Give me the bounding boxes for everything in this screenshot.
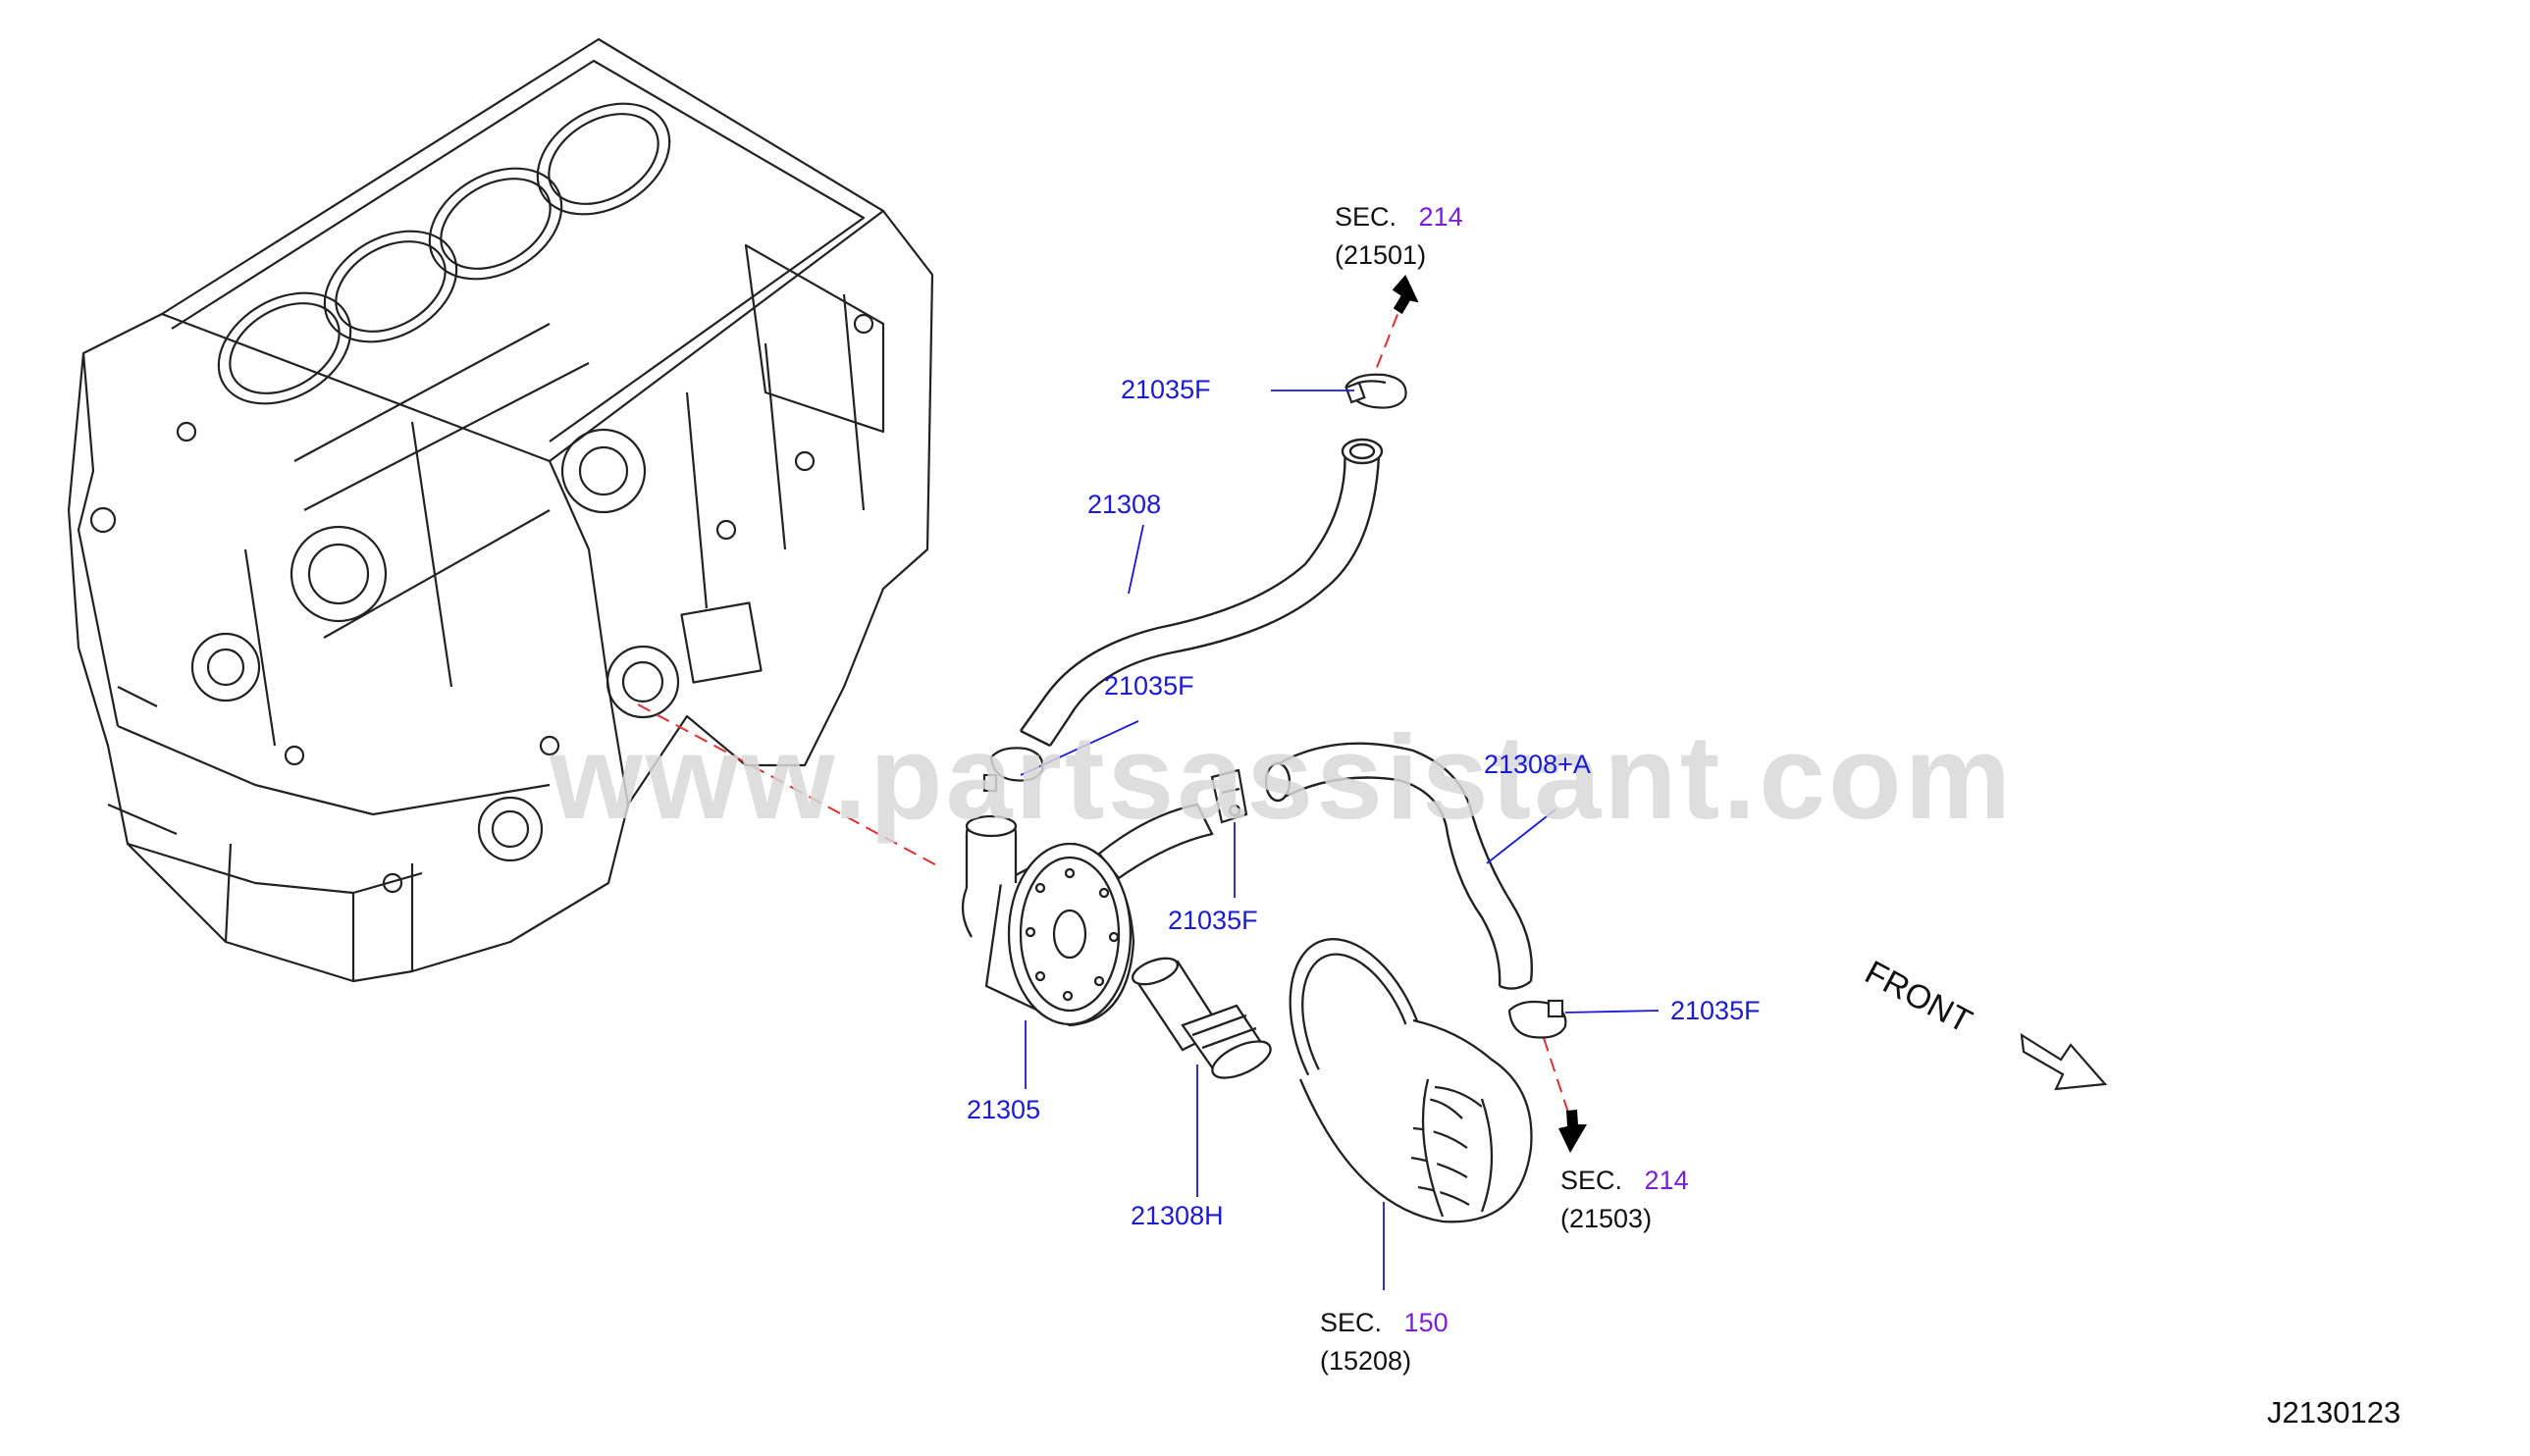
- leader-lines: [1020, 390, 1660, 1290]
- bottom-sec-word: SEC.: [1560, 1166, 1623, 1195]
- arrow-up-icon: [1392, 275, 1419, 315]
- part-21308-link[interactable]: 21308: [1087, 490, 1162, 519]
- top-sec-number-link[interactable]: 214: [1418, 202, 1463, 232]
- top-sec-word: SEC.: [1335, 202, 1397, 232]
- hose-upper: [1020, 438, 1384, 748]
- bottom-sec-number-link[interactable]: 214: [1644, 1166, 1689, 1195]
- flow-lines: [637, 293, 1571, 1119]
- front-arrow-icon: [2020, 1032, 2108, 1091]
- oil-filter: [1289, 938, 1533, 1223]
- clamp-upper: [1344, 373, 1407, 409]
- part-21308h-link[interactable]: 21308H: [1131, 1201, 1224, 1230]
- part-21035f-lower-right-link[interactable]: 21035F: [1670, 996, 1761, 1025]
- engine-block: [67, 37, 934, 983]
- connector-bolt: [1131, 957, 1272, 1079]
- top-sec-ref: (21501): [1335, 240, 1427, 270]
- clamp-mid: [1210, 768, 1248, 824]
- diagram-id: J2130123: [2267, 1395, 2401, 1430]
- clamp-lower-right: [1507, 999, 1567, 1039]
- filter-sec-number-link[interactable]: 150: [1403, 1308, 1449, 1337]
- arrow-down-icon: [1558, 1110, 1587, 1153]
- watermark: www.partsassistant.com: [550, 710, 2015, 844]
- oil-cooler: [961, 803, 1214, 1027]
- filter-sec-ref: (15208): [1320, 1346, 1412, 1376]
- bottom-sec-ref: (21503): [1560, 1204, 1653, 1233]
- part-21035f-top-link[interactable]: 21035F: [1121, 375, 1211, 404]
- clamp-mid-left: [982, 747, 1044, 793]
- part-21035f-mid-left-link[interactable]: 21035F: [1104, 671, 1194, 701]
- hose-lower: [1264, 742, 1533, 990]
- part-21035f-mid-link[interactable]: 21035F: [1168, 906, 1258, 935]
- filter-section-callout[interactable]: SEC. 150: [1320, 1310, 1449, 1336]
- bottom-section-callout[interactable]: SEC. 214: [1560, 1168, 1689, 1194]
- part-21308-a-link[interactable]: 21308+A: [1484, 750, 1591, 779]
- filter-sec-word: SEC.: [1320, 1308, 1383, 1337]
- part-21305-link[interactable]: 21305: [967, 1095, 1041, 1124]
- top-section-callout[interactable]: SEC. 214: [1335, 204, 1463, 231]
